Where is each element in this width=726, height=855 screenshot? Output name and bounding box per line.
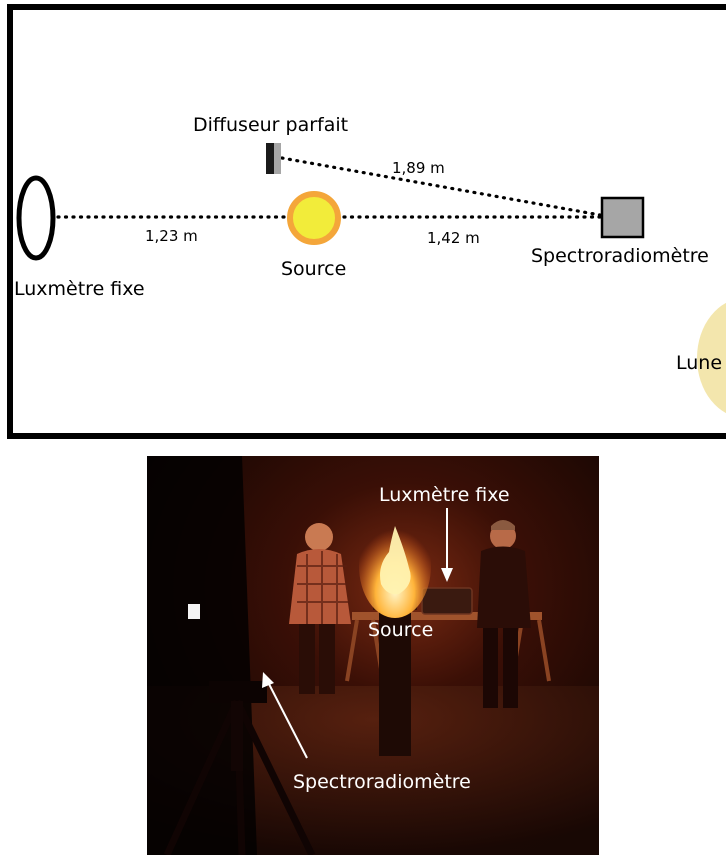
arrow-spectro xyxy=(262,672,308,759)
foreground-shadow xyxy=(147,456,257,855)
fire-post xyxy=(379,606,411,756)
tripod xyxy=(163,681,316,855)
distance-right-label: 1,42 m xyxy=(427,229,480,247)
diffuser-label: Diffuseur parfait xyxy=(193,114,348,136)
spectro-label: Spectroradiomètre xyxy=(531,245,709,267)
moon-label: Lune xyxy=(676,352,722,374)
white-card xyxy=(188,604,200,619)
photo-luxmeter-label: Luxmètre fixe xyxy=(379,484,510,506)
source-label: Source xyxy=(281,258,346,280)
dotted-line-diffuser-spectro xyxy=(280,156,602,217)
setup-diagram: Diffuseur parfait 1,89 m 1,23 m 1,42 m S… xyxy=(7,4,726,439)
distance-diffuser-label: 1,89 m xyxy=(392,159,445,177)
fire-flame xyxy=(380,526,411,595)
source-shape xyxy=(287,191,341,245)
luxmeter-shape xyxy=(16,175,56,261)
arrow-luxmeter xyxy=(441,508,453,582)
person-left xyxy=(289,523,351,694)
night-photo: Luxmètre fixe Source Spectroradiomètre xyxy=(147,456,599,855)
diffuser-shape xyxy=(266,143,281,174)
person-right xyxy=(477,520,531,708)
distance-left-label: 1,23 m xyxy=(145,227,198,245)
moon-shape xyxy=(697,302,726,414)
luxmeter-label: Luxmètre fixe xyxy=(14,278,145,300)
photo-spectro-label: Spectroradiomètre xyxy=(293,771,471,793)
spectroradiometer-shape xyxy=(600,196,645,239)
photo-source-label: Source xyxy=(368,619,433,641)
luxmeter-case xyxy=(421,587,473,615)
